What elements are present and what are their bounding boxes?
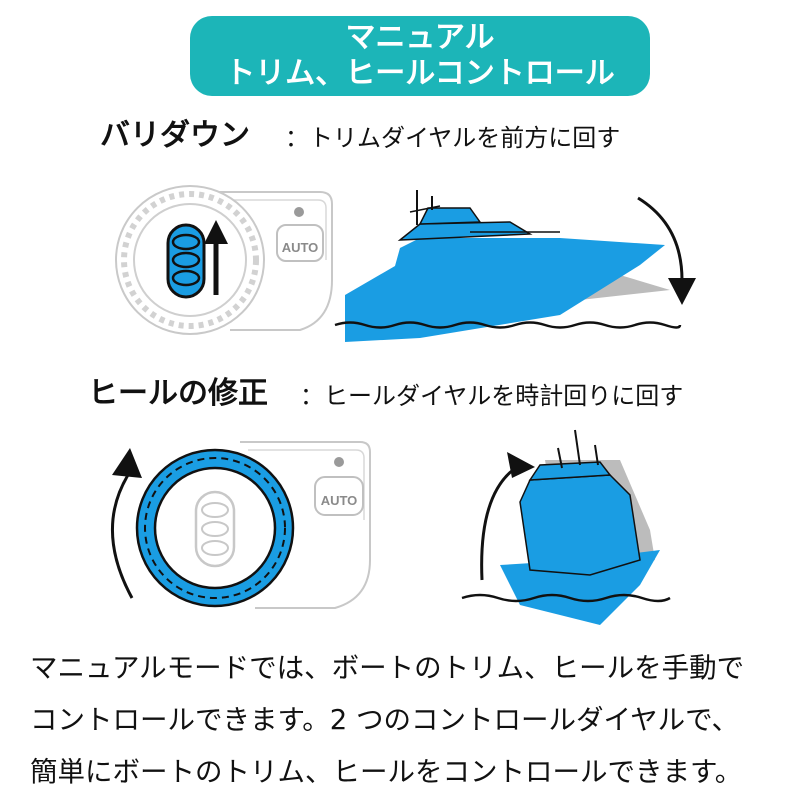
auto-button-label: AUTO — [321, 493, 358, 508]
control-panel-outline — [240, 441, 371, 609]
water-line — [461, 593, 671, 603]
water-line — [334, 321, 682, 329]
rotate-arrow-icon — [480, 452, 535, 581]
rotate-arrow-icon — [637, 196, 696, 305]
auto-button-label: AUTO — [282, 240, 319, 255]
footer-line: マニュアルモードでは、ボートのトリム、ヒールを手動で — [30, 652, 745, 684]
boat-front-icon — [500, 429, 660, 625]
control-panel-outline — [215, 191, 333, 331]
title-banner: マニュアル トリム、ヒールコントロール — [190, 16, 650, 96]
banner-line-2: トリム、ヒールコントロール — [225, 56, 615, 91]
rotate-arrow-icon — [111, 448, 142, 599]
boat-side-icon — [345, 190, 670, 342]
status-led — [294, 207, 304, 217]
status-led — [334, 457, 344, 467]
footer-description: マニュアルモードでは、ボートのトリム、ヒールを手動で コントロールできます。2 … — [30, 642, 780, 798]
auto-button-outline — [314, 476, 364, 516]
trim-illustration: AUTO — [115, 185, 696, 342]
trim-section-description: ：トリムダイヤルを前方に回す — [285, 124, 621, 152]
heel-dial-icon — [135, 448, 295, 608]
heel-illustration: AUTO — [111, 429, 671, 625]
footer-line: 簡単にボートのトリム、ヒールをコントロールできます。 — [30, 756, 743, 788]
footer-line: コントロールできます。2 つのコントロールダイヤルで、 — [30, 704, 740, 736]
banner-line-1: マニュアル — [345, 20, 495, 55]
trim-dial-icon — [115, 185, 265, 335]
up-arrow-icon — [204, 220, 228, 295]
heel-section-description: ：ヒールダイヤルを時計回りに回す — [300, 382, 684, 410]
trim-section-title: バリダウン — [100, 118, 250, 153]
heel-section-title: ヒールの修正 — [88, 376, 268, 411]
auto-button-outline — [276, 224, 324, 262]
